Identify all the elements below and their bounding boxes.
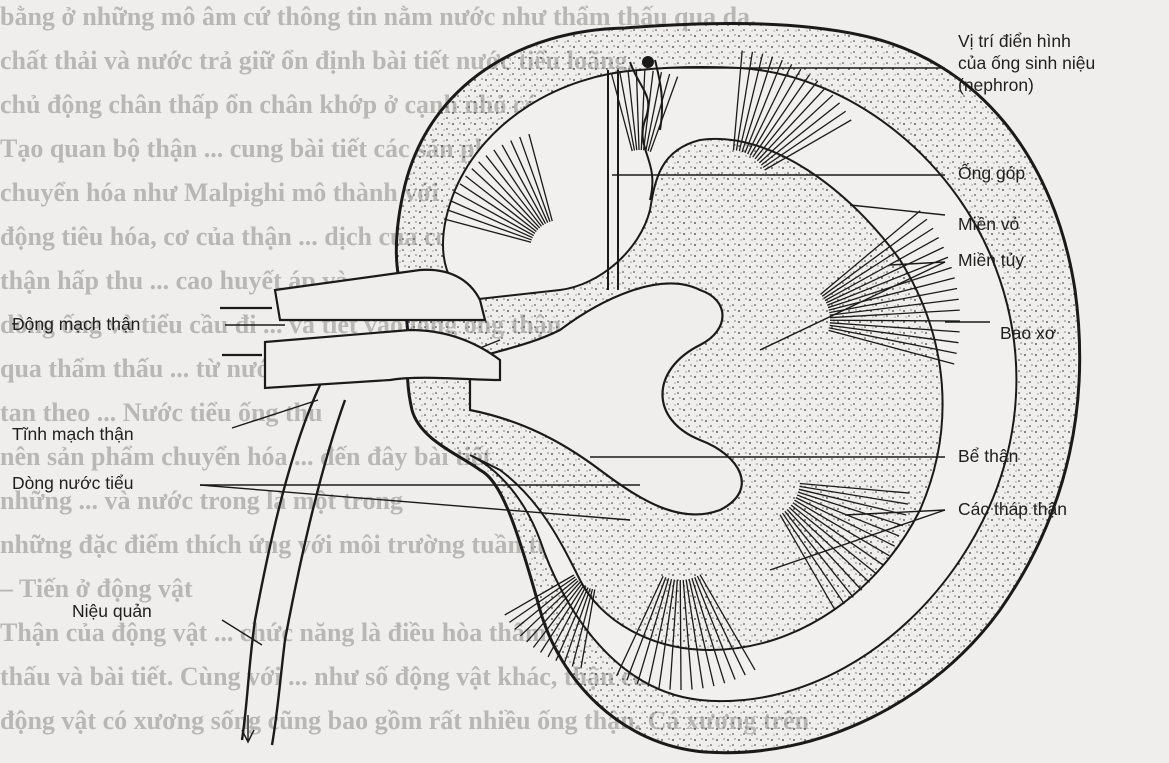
striation-line	[680, 580, 681, 690]
label-nephron: Vị trí điển hình của ống sinh niệu (neph…	[958, 30, 1095, 96]
label-urine-flow: Dòng nước tiểu	[12, 472, 133, 494]
label-pyramids: Các tháp thận	[958, 498, 1067, 520]
ureter	[242, 385, 345, 745]
label-pelvis: Bể thận	[958, 445, 1018, 467]
striation-line	[830, 320, 960, 321]
label-ureter: Niệu quản	[72, 600, 152, 622]
label-collecting-duct: Ống góp	[958, 162, 1025, 184]
label-renal-vein: Tĩnh mạch thận	[12, 423, 134, 445]
label-cortex: Miền vỏ	[958, 213, 1019, 235]
label-medulla: Miền tủy	[958, 249, 1024, 271]
label-capsule: Bao xơ	[1000, 322, 1056, 344]
label-renal-artery: Động mạch thận	[12, 313, 140, 335]
